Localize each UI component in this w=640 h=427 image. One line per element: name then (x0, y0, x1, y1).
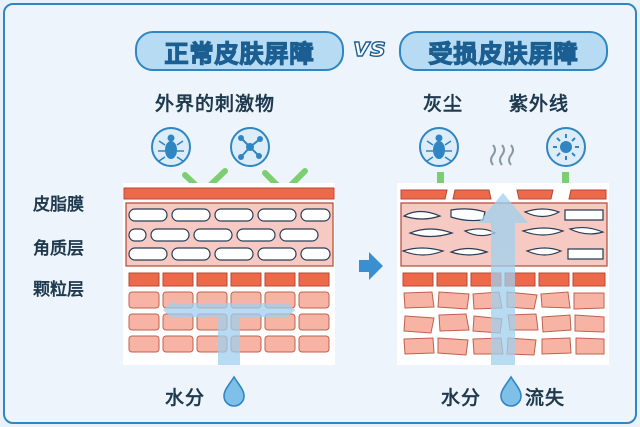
loss-label: 流失 (525, 387, 566, 409)
skin-diagram-svg (123, 127, 609, 407)
external-irritants-label: 外界的刺激物 (155, 93, 276, 115)
water-label-right: 水分 (441, 387, 482, 409)
damaged-barrier-title: 受损皮肤屏障 (399, 31, 608, 71)
uv-label: 紫外线 (509, 93, 570, 115)
water-drop-icon-left (223, 375, 245, 407)
vs-label: vs (352, 32, 386, 63)
mite-icon (151, 127, 191, 167)
diagram-frame: 正常皮肤屏障 vs 受损皮肤屏障 外界的刺激物 灰尘 紫外线 皮脂膜 角质层 颗… (3, 3, 637, 424)
water-retained-arrow (163, 301, 295, 365)
water-label-left: 水分 (165, 387, 206, 409)
water-loss-arrow (478, 193, 528, 365)
dust-icon (419, 127, 459, 167)
sun-icon (546, 127, 586, 167)
evaporation-lines (490, 144, 514, 166)
molecule-icon (230, 127, 270, 167)
layer-label-keratin: 角质层 (33, 239, 84, 259)
normal-barrier-title: 正常皮肤屏障 (135, 31, 344, 71)
transition-arrow (359, 252, 383, 280)
sebum-layer-damaged (400, 189, 607, 200)
layer-label-granule: 颗粒层 (33, 280, 84, 300)
dust-label: 灰尘 (423, 93, 464, 115)
sebum-layer-normal (123, 187, 335, 200)
layer-label-sebum: 皮脂膜 (33, 195, 84, 215)
water-drop-icon-right (500, 375, 522, 407)
